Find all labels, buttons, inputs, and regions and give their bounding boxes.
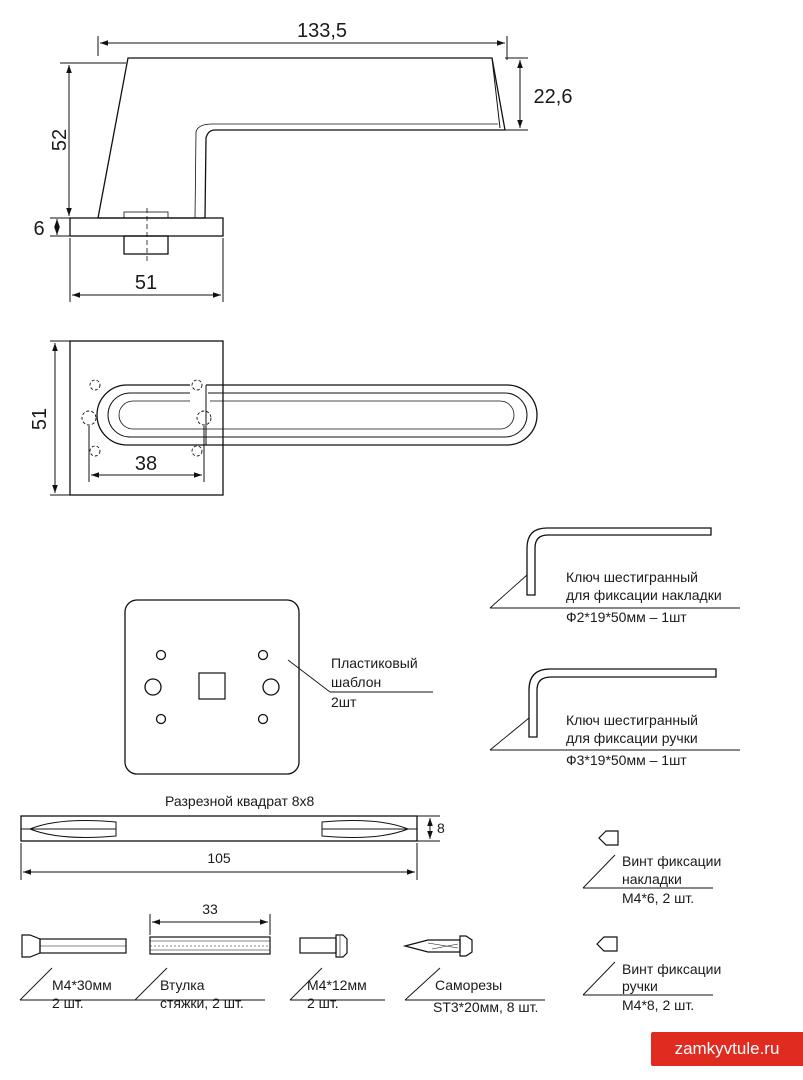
key-handle-label-1: Ключ шестигранный — [566, 712, 698, 728]
hex-key-handle — [489, 668, 740, 751]
sleeve-label-1: Втулка — [160, 977, 205, 993]
dim-spindle-size: 8 — [437, 820, 445, 836]
hex-key-rose — [489, 527, 740, 609]
bolt-12-label-1: М4*12мм — [307, 977, 367, 993]
screw-rose — [582, 830, 713, 889]
sleeve-label-2: стяжки, 2 шт. — [160, 995, 244, 1011]
sleeve — [134, 914, 271, 1001]
screw-rose-label-3: М4*6, 2 шт. — [622, 890, 694, 906]
bolt-30-label-1: М4*30мм — [52, 977, 112, 993]
bolt-m4x30 — [19, 934, 145, 1001]
split-spindle — [20, 815, 440, 880]
template-label-2: шаблон — [331, 674, 381, 690]
key-rose-label-2: для фиксации накладки — [566, 587, 722, 603]
dim-handle-length: 133,5 — [297, 20, 347, 42]
screw-handle-label-2: ручки — [622, 978, 658, 994]
self-tapping-screw — [402, 935, 545, 1001]
key-rose-label-3: Ф2*19*50мм – 1шт — [566, 609, 687, 625]
dim-rose-width: 51 — [135, 272, 157, 294]
dim-spindle-length: 105 — [207, 850, 231, 866]
handle-top-view — [69, 340, 538, 496]
plastic-template — [124, 599, 433, 775]
screw-rose-label-1: Винт фиксации — [622, 853, 721, 869]
watermark-link[interactable]: zamkyvtule.ru — [651, 1032, 803, 1066]
dim-lever-thickness: 22,6 — [534, 86, 573, 108]
top-dimension-lines — [50, 340, 205, 496]
screw-handle-label-3: М4*8, 2 шт. — [622, 997, 694, 1013]
screw-rose-label-2: накладки — [622, 871, 682, 887]
dim-rose-height: 51 — [29, 408, 51, 430]
self-tap-label-1: Саморезы — [435, 977, 502, 993]
dim-sleeve-length: 33 — [202, 901, 218, 917]
bolt-m4x12 — [289, 934, 385, 1001]
key-handle-label-3: Ф3*19*50мм – 1шт — [566, 752, 687, 768]
bolt-30-label-2: 2 шт. — [52, 995, 84, 1011]
template-label-3: 2шт — [331, 694, 357, 710]
dim-hole-spacing: 38 — [135, 453, 157, 475]
handle-side-view — [69, 57, 506, 262]
dim-handle-height: 52 — [49, 129, 71, 151]
screw-handle — [582, 936, 713, 996]
spindle-title: Разрезной квадрат 8х8 — [165, 793, 315, 809]
template-label-1: Пластиковый — [331, 655, 418, 671]
screw-handle-label-1: Винт фиксации — [622, 961, 721, 977]
key-handle-label-2: для фиксации ручки — [566, 730, 698, 746]
self-tap-label-2: ST3*20мм, 8 шт. — [433, 999, 538, 1015]
side-dimension-lines — [50, 36, 528, 302]
bolt-12-label-2: 2 шт. — [307, 995, 339, 1011]
key-rose-label-1: Ключ шестигранный — [566, 569, 698, 585]
dim-rose-thickness: 6 — [33, 218, 44, 240]
